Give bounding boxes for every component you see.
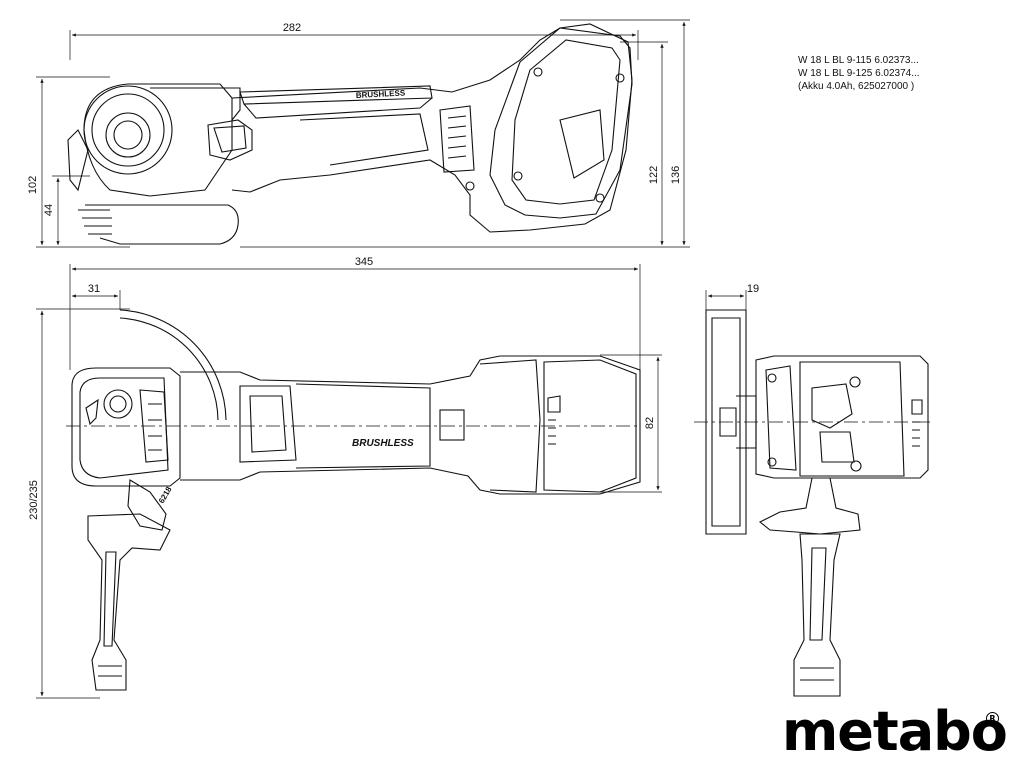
battery-pack	[489, 27, 633, 219]
dim-136: 136	[670, 166, 682, 184]
model-line-1: W 18 L BL 9-115 6.02373...	[798, 55, 919, 66]
brushless-label-plan: BRUSHLESS	[352, 438, 414, 449]
motor-body-plan	[180, 355, 641, 495]
metabo-logo: metabo	[782, 700, 1008, 763]
side-handle	[127, 479, 167, 531]
brushless-label-side: BRUSHLESS	[356, 88, 406, 100]
dim-345: 345	[355, 256, 373, 268]
dim-44: 44	[43, 204, 55, 216]
speed-marking: 6218	[157, 485, 174, 505]
gear-head-plan	[71, 367, 181, 487]
side-view	[36, 19, 690, 248]
dim-230-235: 230/235	[28, 480, 40, 520]
body-front	[755, 355, 929, 479]
model-line-2: W 18 L BL 9-125 6.02374...	[798, 68, 920, 79]
disc-front	[705, 309, 747, 535]
disc-outline	[119, 309, 227, 421]
dim-19: 19	[747, 283, 759, 295]
model-spec-block: W 18 L BL 9-115 6.02373... W 18 L BL 9-1…	[798, 54, 920, 93]
front-view	[694, 290, 930, 697]
side-handle-front	[758, 477, 861, 535]
registered-mark: R	[986, 712, 999, 725]
dim-31: 31	[88, 283, 100, 295]
plan-view	[36, 264, 662, 699]
battery-note: (Akku 4.0Ah, 625027000 )	[798, 81, 915, 92]
dim-102: 102	[27, 176, 39, 194]
dim-82: 82	[644, 417, 656, 429]
dim-282: 282	[283, 22, 301, 34]
motor-body	[231, 23, 633, 233]
dim-122: 122	[648, 166, 660, 184]
disc-guard	[85, 204, 239, 245]
gear-head-outer	[83, 85, 173, 175]
